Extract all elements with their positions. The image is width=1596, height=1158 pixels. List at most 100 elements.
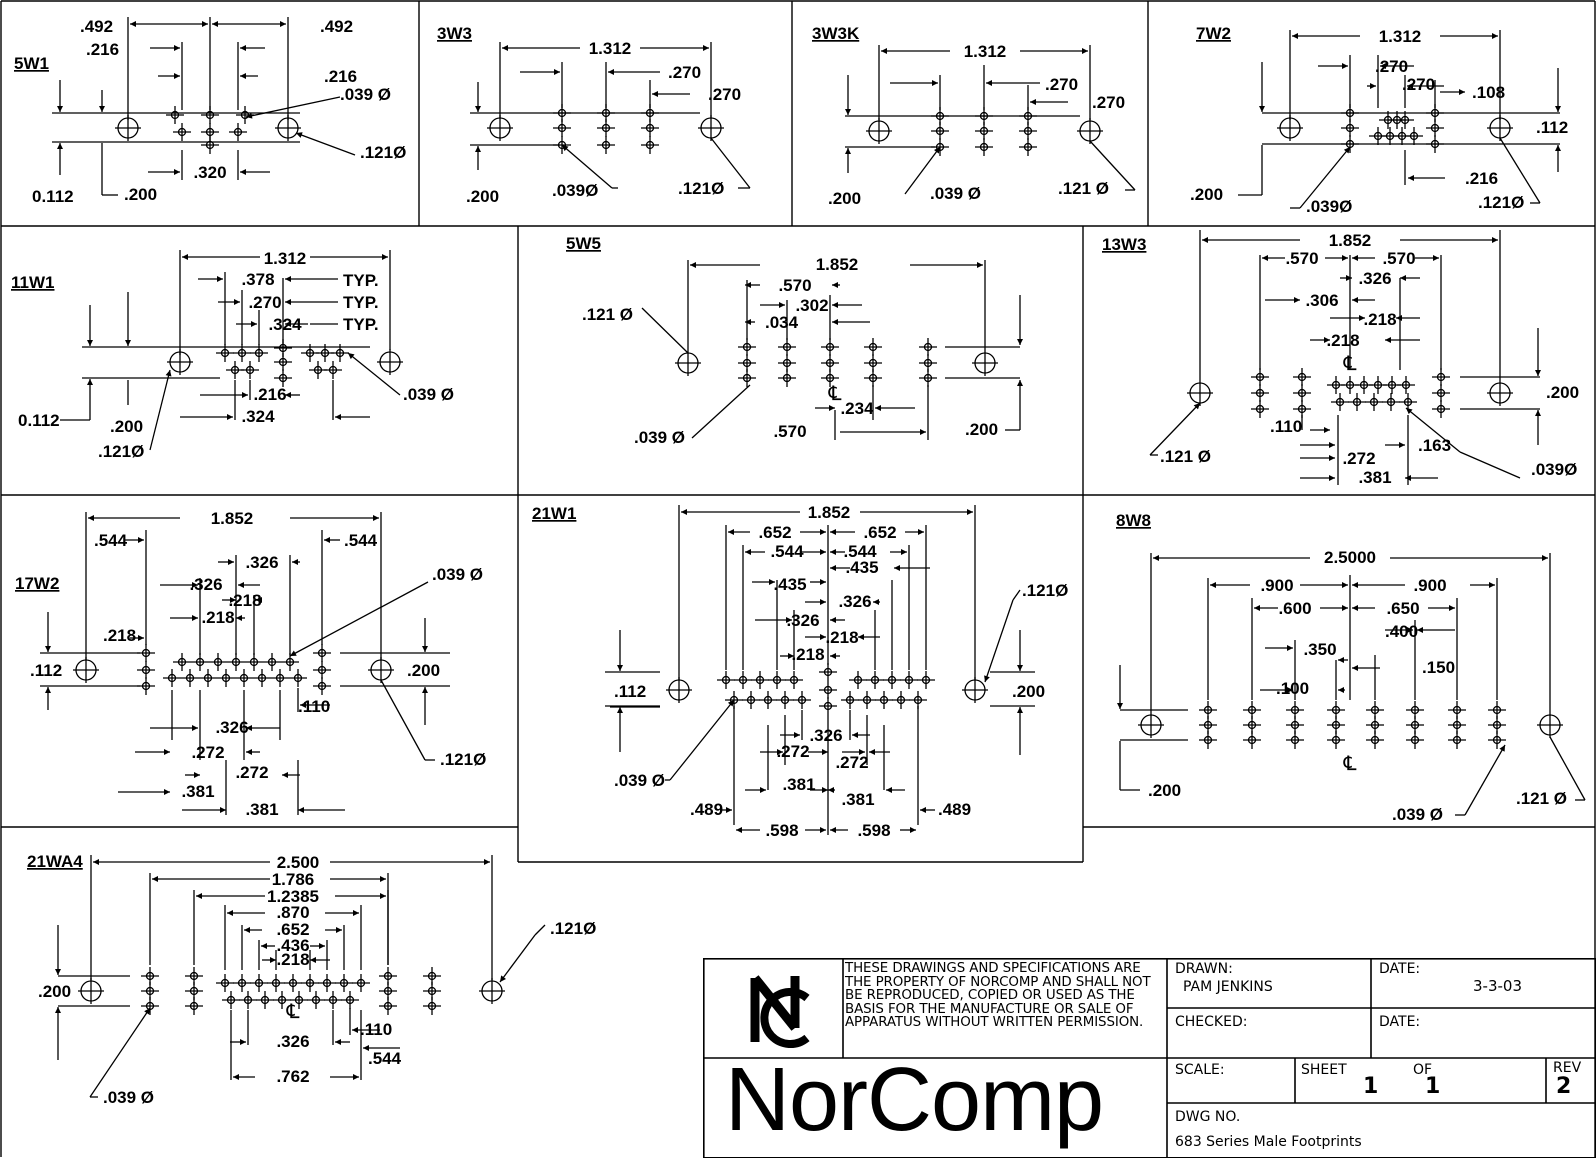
dimension-label: .326 [215, 718, 248, 737]
drawing-line [1012, 589, 1021, 601]
dimension-label: .200 [965, 420, 998, 439]
dimension-label: .216 [253, 385, 286, 404]
dimension-label: .598 [765, 821, 798, 840]
dimension-label: .121 Ø [1160, 447, 1211, 466]
panel-label: 5W1 [14, 54, 49, 73]
dimension-label: .272 [235, 763, 268, 782]
dimension-label: .039 Ø [930, 184, 981, 203]
dimension-label: .121Ø [678, 179, 724, 198]
dimension-label: .544 [94, 531, 128, 550]
panel-label: 21W1 [532, 504, 576, 523]
dimension-label: .435 [845, 558, 878, 577]
dimension-label: .489 [690, 800, 723, 819]
dimension-arrow [89, 1007, 151, 1098]
dimension-label: 1.852 [816, 255, 859, 274]
centerline-icon: ℄ [1343, 753, 1357, 775]
dwg-no-label: DWG NO. [1175, 1109, 1241, 1125]
dimension-label: .039 Ø [1392, 805, 1443, 824]
drawing-line [641, 307, 689, 354]
panel-5w1: 5W1.492.492.216.216.039 Ø.121Ø0.112.200.… [14, 17, 406, 206]
panel-label: 21WA4 [27, 852, 83, 871]
dimension-label: .200 [38, 982, 71, 1001]
dimension-label: .381 [181, 782, 214, 801]
dimension-label: .492 [80, 17, 113, 36]
dimension-label: 1.786 [272, 870, 315, 889]
dimension-arrow [289, 581, 429, 657]
panel-label: 13W3 [1102, 235, 1146, 254]
dimension-label: .200 [828, 189, 861, 208]
dimension-label: .216 [324, 67, 357, 86]
dimension-label: .110 [360, 1020, 392, 1039]
dimension-label: .381 [782, 775, 815, 794]
dimension-arrow [1299, 146, 1351, 209]
property-notice: THESE DRAWINGS AND SPECIFICATIONS ARE TH… [845, 961, 1151, 1031]
drawn-label: DRAWN: [1175, 961, 1233, 977]
dimension-label: .200 [1148, 781, 1181, 800]
drawing-line [534, 924, 546, 936]
date-label: DATE: [1379, 961, 1421, 977]
dimension-label: .326 [245, 553, 278, 572]
dimension-label: .381 [1358, 468, 1391, 487]
dimension-arrow [904, 146, 941, 195]
dimension-label: .121 Ø [1058, 179, 1109, 198]
dimension-label: .326 [276, 1032, 309, 1051]
dimension-label: .381 [245, 800, 278, 819]
dimension-label: 2.500 [277, 853, 320, 872]
dimension-arrow [149, 369, 172, 451]
centerline-icon: ℄ [828, 383, 842, 405]
dimension-arrow [1405, 407, 1461, 453]
connector-footprints: 5W1 .492 .492 .216 .216 .039 Ø .121Ø 0.112 .200.… [11, 17, 1586, 1107]
dimension-label: .544 [344, 531, 378, 550]
norcomp-logo-icon [750, 975, 810, 1048]
dimension-label: .039Ø [1531, 460, 1577, 479]
dimension-label: .218 [201, 608, 234, 627]
dimension-label: .652 [758, 523, 791, 542]
dimension-label: .302 [795, 296, 828, 315]
dimension-label: .270 [248, 293, 281, 312]
dimension-label: .320 [193, 163, 226, 182]
dimension-arrow [1149, 402, 1201, 456]
dimension-label: .163 [1418, 436, 1451, 455]
dimension-label: .039 Ø [614, 771, 665, 790]
dimension-label: 1.312 [589, 39, 632, 58]
dimension-label: .200 [124, 185, 157, 204]
brand-name: NorComp [725, 1050, 1104, 1150]
panel-17w2: 17W21.852.544.544.326.326.218.218.218.03… [15, 509, 486, 819]
of-value: 1 [1425, 1074, 1441, 1099]
dimension-label: .218 [791, 645, 824, 664]
panel-label: 5W5 [566, 234, 601, 253]
dimension-label: .218 [276, 950, 309, 969]
dimension-label: .381 [841, 790, 874, 809]
dimension-label: 1.2385 [267, 887, 319, 906]
dimension-label: .570 [778, 276, 811, 295]
drawing-line [691, 384, 751, 439]
dimension-arrow [347, 352, 401, 396]
drawing-line [1499, 137, 1541, 204]
dimension-label: 2.5000 [1324, 548, 1376, 567]
drawing-line [1459, 451, 1521, 479]
dimension-label: .492 [320, 17, 353, 36]
dimension-label: .650 [1386, 599, 1419, 618]
dimension-label: 1.852 [211, 509, 254, 528]
dimension-label: .200 [1190, 185, 1223, 204]
dimension-label: .110 [1270, 417, 1302, 436]
dimension-label: .039 Ø [432, 565, 483, 584]
drawing-line [380, 679, 426, 761]
drawing-line [1549, 736, 1586, 801]
dimension-label: 0.112 [18, 411, 60, 430]
dimension-label: .400 [1385, 622, 1418, 641]
dimension-label: .270 [708, 85, 741, 104]
dimension-label: .570 [1285, 249, 1318, 268]
dimension-arrow [669, 699, 735, 781]
dimension-label: .121Ø [360, 143, 406, 162]
dimension-label: .234 [840, 399, 874, 418]
dimension-label: .326 [786, 611, 819, 630]
dimension-label: .218 [228, 591, 261, 610]
of-label: OF [1413, 1062, 1433, 1078]
rev-value: 2 [1556, 1074, 1572, 1099]
dimension-label: .112 [30, 661, 62, 680]
dimension-label: .324 [241, 407, 275, 426]
dimension-label: .489 [938, 800, 971, 819]
